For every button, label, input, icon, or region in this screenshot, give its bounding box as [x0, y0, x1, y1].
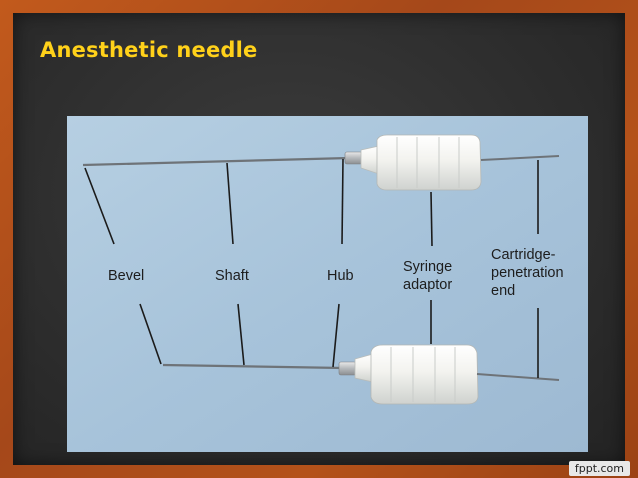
needle-photo: Bevel Shaft Hub Syringe adaptor Cartridg… [67, 116, 588, 452]
label-bevel: Bevel [108, 268, 144, 284]
label-cartridge-line1: Cartridge- [491, 247, 556, 263]
label-cartridge-penetration-end: Cartridge- penetration end [491, 247, 568, 299]
shaft-leader-bottom [237, 303, 245, 366]
label-syringe-adaptor: Syringe adaptor [403, 259, 456, 293]
bottom-needle-shaft [162, 363, 344, 370]
top-syringe-adaptor [376, 134, 482, 191]
label-syringe-adaptor-line1: Syringe [403, 259, 452, 275]
shaft-leader-top [226, 162, 234, 245]
label-syringe-adaptor-line2: adaptor [403, 277, 452, 293]
adaptor-leader-top [430, 191, 433, 247]
top-needle [82, 134, 560, 191]
photo-background [67, 116, 588, 452]
bottom-needle [162, 344, 560, 405]
fppt-watermark: fppt.com [568, 461, 630, 476]
hub-leader-bottom [332, 303, 340, 368]
top-needle-shaft [82, 156, 350, 167]
bevel-leader-bottom [139, 303, 162, 365]
label-hub: Hub [327, 268, 354, 284]
label-shaft: Shaft [215, 268, 249, 284]
top-cartridge-end [480, 155, 560, 161]
hub-leader-top [341, 158, 344, 245]
label-cartridge-line2: penetration [491, 265, 564, 281]
leader-lines [84, 158, 539, 378]
bottom-syringe-adaptor [370, 344, 479, 405]
bottom-hub-collar [338, 361, 357, 376]
bottom-hub [354, 353, 374, 383]
bevel-leader-top [84, 167, 115, 245]
label-cartridge-line3: end [491, 283, 515, 299]
top-hub-collar [344, 151, 363, 165]
slide-title: Anesthetic needle [40, 38, 258, 62]
bottom-cartridge-end [476, 373, 560, 381]
